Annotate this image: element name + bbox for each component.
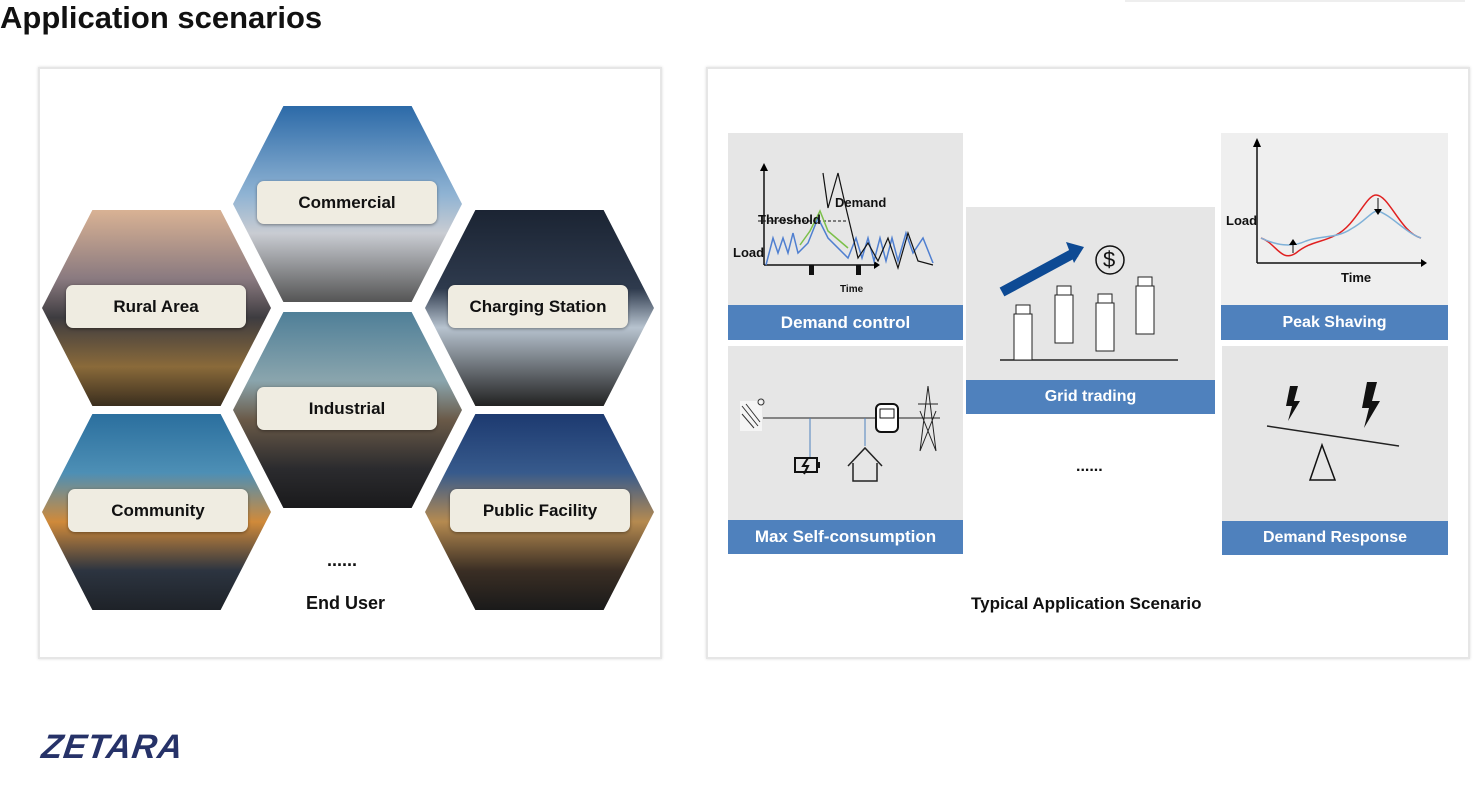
balance-scale-graphic [1266, 382, 1400, 481]
scenario-commercial: Commercial [257, 181, 437, 224]
demand-control-label: Demand control [728, 305, 963, 340]
solar-panel-icon [740, 398, 765, 431]
scenario-industrial: Industrial [257, 387, 437, 430]
peak-load-label: Load [1226, 213, 1258, 228]
scenario-community: Community [68, 489, 248, 532]
typical-ellipsis: ...... [1076, 458, 1103, 475]
lightning-icon [1362, 382, 1380, 428]
top-divider [1125, 0, 1465, 2]
demand-load-graph [758, 163, 934, 275]
self-consumption-label: Max Self-consumption [728, 520, 963, 554]
power-tower-icon [916, 385, 940, 452]
peak-time-label: Time [1341, 270, 1372, 285]
self-consumption-diagram [728, 346, 963, 520]
demand-time-label: Time [840, 284, 864, 295]
demand-response-illustration [1222, 346, 1448, 521]
peak-shaving-chart: Load Time [1221, 133, 1448, 305]
dollar-symbol: $ [1103, 247, 1116, 272]
scenario-rural-area: Rural Area [66, 285, 246, 328]
scenario-public-facility: Public Facility [450, 489, 630, 532]
peak-shaving-graph [1253, 138, 1427, 267]
grid-trading-label: Grid trading [966, 380, 1215, 414]
demand-response-label: Demand Response [1222, 521, 1448, 555]
end-user-ellipsis: ...... [327, 550, 358, 570]
demand-load-label: Load [733, 245, 765, 260]
demand-label: Demand [835, 195, 887, 210]
battery-icon [794, 457, 820, 475]
page-title: Application scenarios [0, 0, 323, 35]
threshold-label: Threshold [758, 212, 821, 227]
lightning-icon [1286, 386, 1300, 421]
dollar-icon [1095, 245, 1125, 275]
grid-trading-illustration: $ [966, 207, 1215, 380]
rising-arrow-icon [999, 242, 1084, 297]
meter-icon [875, 403, 899, 433]
grid-trading-graphic [999, 242, 1178, 361]
scenario-charging-station: Charging Station [448, 285, 628, 328]
house-icon [847, 446, 883, 482]
typical-caption: Typical Application Scenario [971, 594, 1202, 613]
peak-shaving-label: Peak Shaving [1221, 305, 1448, 340]
energy-flow-diagram [740, 385, 940, 482]
zetara-logo: ZETARA [39, 728, 187, 766]
demand-control-chart: Load Threshold Demand Time [728, 133, 963, 305]
end-user-caption: End User [306, 593, 386, 613]
